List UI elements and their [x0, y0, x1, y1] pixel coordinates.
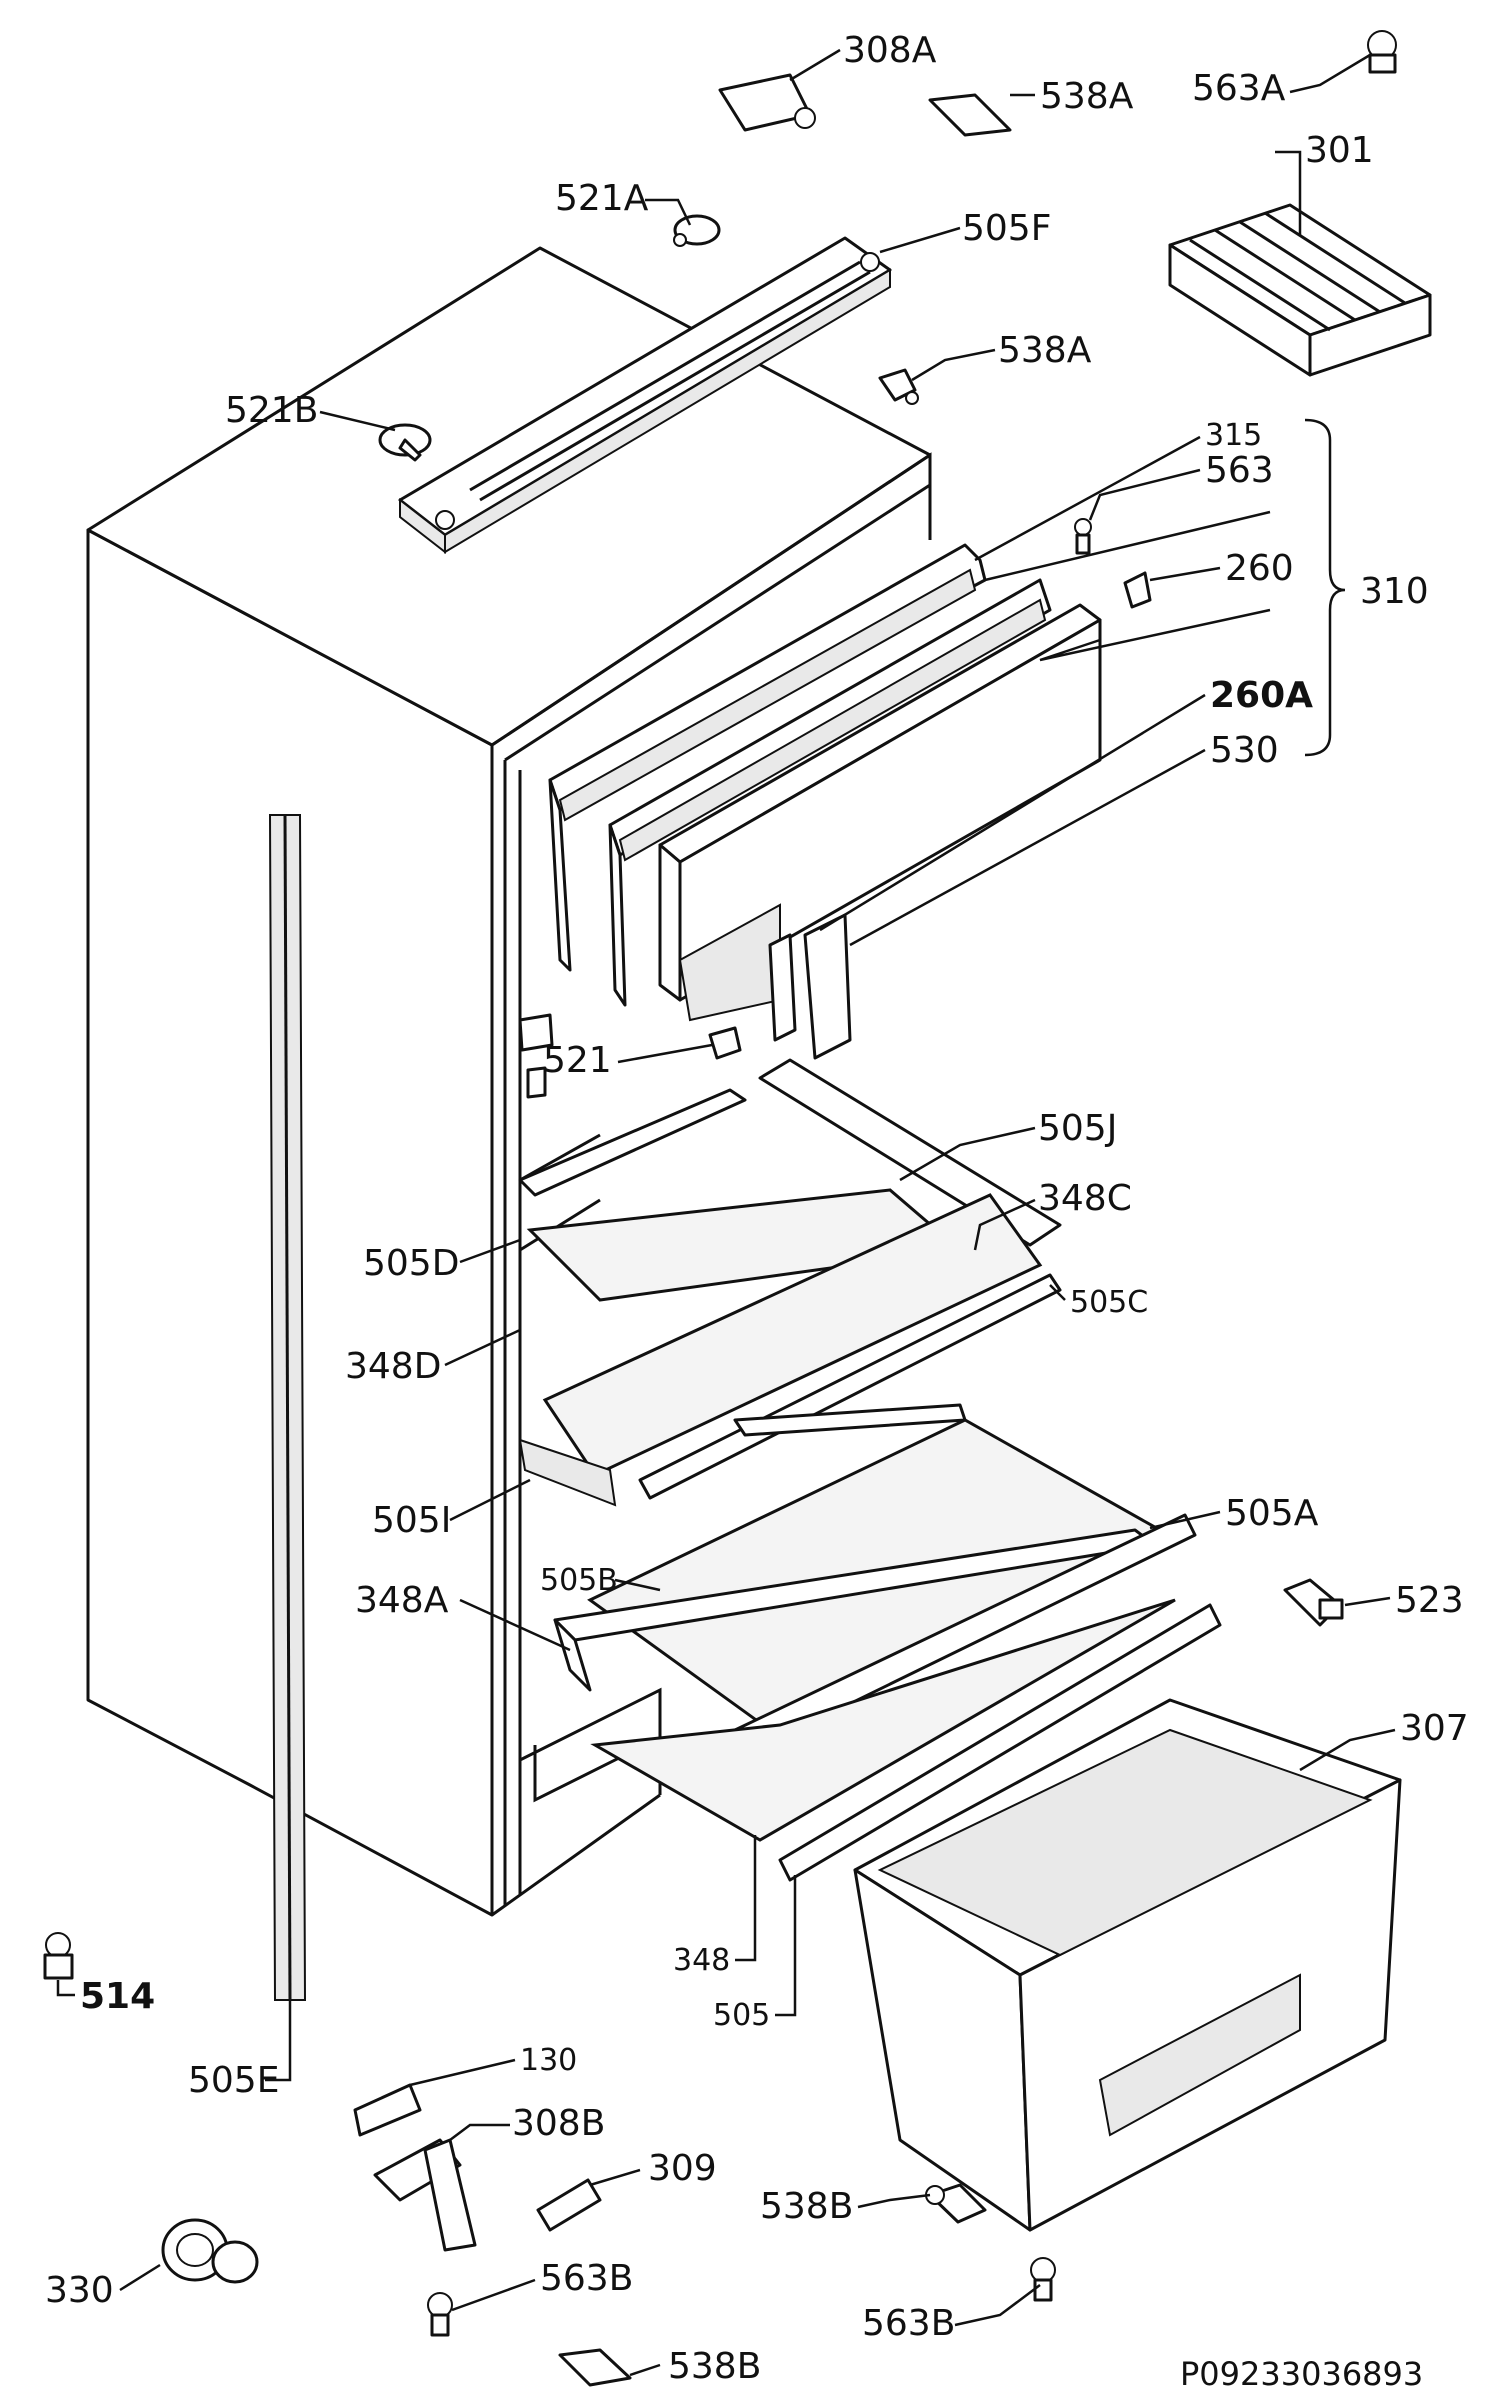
- cap-521b: [378, 423, 432, 462]
- label-521: 521: [543, 1040, 612, 1081]
- label-563: 563: [1205, 450, 1274, 491]
- foot-514: [43, 1932, 74, 1980]
- part-labels: 308A 538A 563A 301 521A 505F 538A 521B 3…: [45, 30, 1469, 2393]
- label-310: 310: [1360, 571, 1429, 612]
- label-505b: 505B: [540, 1563, 618, 1598]
- foot-563a: [1367, 30, 1397, 74]
- clip-538a-top: [928, 93, 1012, 137]
- foot-563b-left: [427, 2292, 453, 2337]
- label-348d: 348D: [345, 1346, 441, 1387]
- light-switch: [518, 1013, 554, 1099]
- feet-330: [161, 2218, 259, 2284]
- label-348: 348: [673, 1943, 730, 1978]
- freezer-door-inner-260: [608, 578, 1052, 1007]
- label-505e: 505E: [188, 2060, 279, 2101]
- hinge-308a: [718, 73, 816, 132]
- label-260a: 260A: [1210, 675, 1313, 716]
- label-348c: 348C: [1038, 1178, 1132, 1219]
- document-code: P09233036893: [1180, 2355, 1423, 2393]
- clip-538b-right: [925, 2183, 987, 2224]
- foot-563b-right: [1030, 2257, 1056, 2302]
- label-308b: 308B: [512, 2103, 605, 2144]
- label-260: 260: [1225, 548, 1294, 589]
- label-538b-bottom: 538B: [668, 2346, 761, 2387]
- label-130: 130: [520, 2043, 577, 2078]
- bracket-521: [708, 1026, 742, 1060]
- label-521b: 521B: [225, 390, 318, 431]
- lamp-holder-523: [1283, 1578, 1344, 1627]
- label-505d: 505D: [363, 1243, 459, 1284]
- crisper-drawer-307: [853, 1698, 1402, 2232]
- label-309: 309: [648, 2148, 717, 2189]
- middle-shelf-348a: [553, 1403, 1197, 1757]
- freezer-latch-530: [768, 913, 852, 1060]
- hinge-308b: [373, 2138, 477, 2252]
- label-301: 301: [1305, 130, 1374, 171]
- label-505a: 505A: [1225, 1493, 1319, 1534]
- label-315: 315: [1205, 418, 1262, 453]
- label-563b-right: 563B: [862, 2303, 955, 2344]
- cap-521a: [673, 214, 721, 247]
- ice-tray-301: [1168, 203, 1432, 377]
- label-538b-right: 538B: [760, 2186, 853, 2227]
- label-307: 307: [1400, 1708, 1469, 1749]
- label-563a: 563A: [1192, 68, 1286, 109]
- clip-538b-bottom: [558, 2348, 632, 2387]
- shelf-348d-frame: [518, 1088, 747, 1507]
- label-505c: 505C: [1070, 1285, 1148, 1320]
- hinge-plate-130: [353, 2083, 422, 2137]
- label-538a-top: 538A: [1040, 76, 1134, 117]
- label-538a-mid: 538A: [998, 330, 1092, 371]
- clip-260: [1123, 571, 1152, 609]
- label-523: 523: [1395, 1580, 1464, 1621]
- label-514: 514: [80, 1976, 155, 2017]
- freezer-frame-315: [548, 543, 987, 972]
- label-521a: 521A: [555, 178, 649, 219]
- upper-shelf-348c: [526, 1058, 1062, 1500]
- bolt-563: [1074, 518, 1092, 555]
- label-330: 330: [45, 2270, 114, 2311]
- leader-lines: [56, 48, 1396, 2377]
- label-530: 530: [1210, 730, 1279, 771]
- label-563b-left: 563B: [540, 2258, 633, 2299]
- label-505j: 505J: [1038, 1108, 1117, 1149]
- label-348a: 348A: [355, 1580, 449, 1621]
- label-309: [536, 2178, 602, 2232]
- label-308a: 308A: [843, 30, 937, 71]
- label-505f: 505F: [962, 208, 1051, 249]
- door-seal-strip-505e: [268, 814, 307, 2001]
- clip-538a-mid: [878, 368, 919, 405]
- label-505: 505: [713, 1998, 770, 2033]
- freezer-door-260a: [658, 603, 1102, 1022]
- label-505i: 505I: [372, 1500, 451, 1541]
- hinge-bar-505f: [398, 236, 892, 555]
- lower-glass-348: [590, 1598, 1222, 1882]
